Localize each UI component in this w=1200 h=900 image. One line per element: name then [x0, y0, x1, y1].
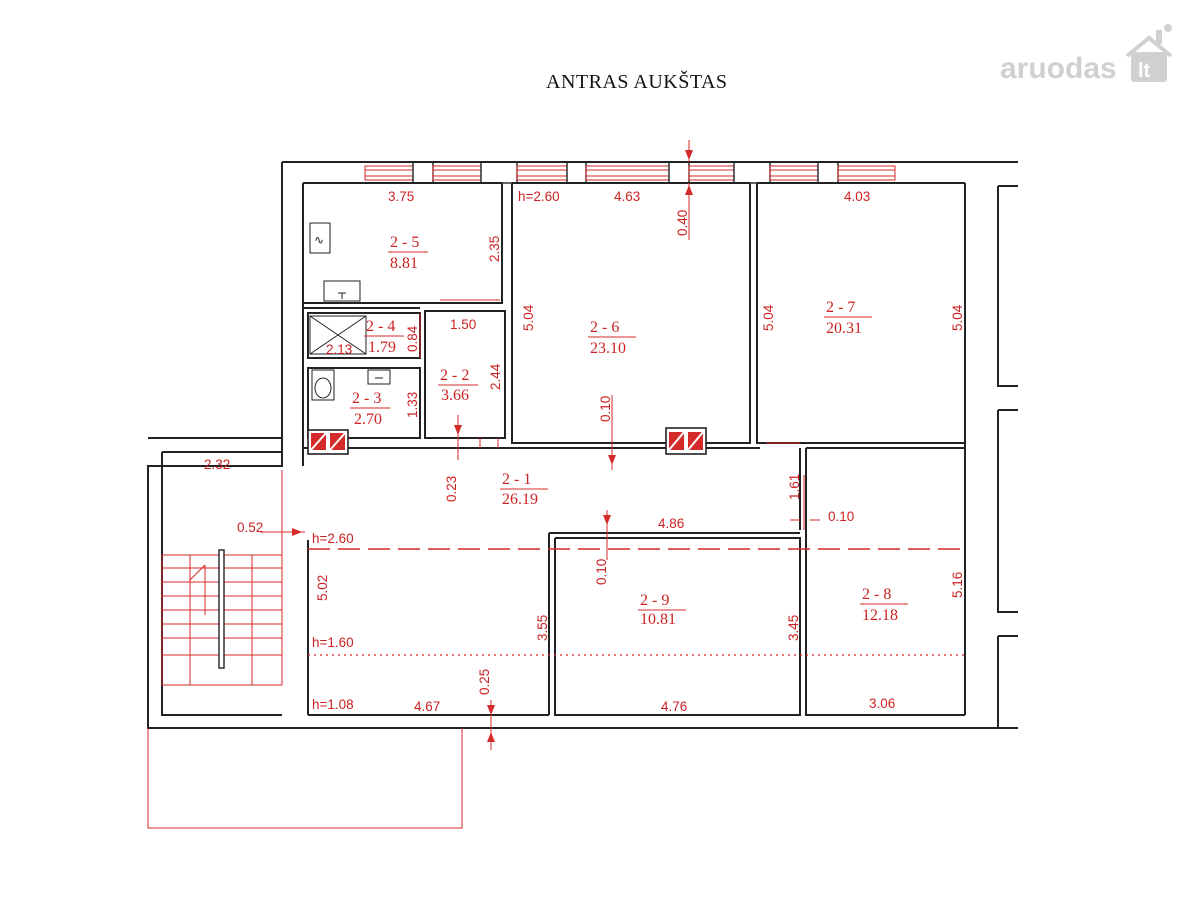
svg-text:3.66: 3.66 — [441, 387, 469, 404]
svg-text:12.18: 12.18 — [862, 607, 898, 624]
dim-label: 5.04 — [521, 304, 536, 331]
room-2-5: 2 - 5 8.81 — [388, 234, 428, 272]
dim-label: 1.50 — [450, 317, 476, 332]
svg-text:2 - 2: 2 - 2 — [440, 367, 469, 384]
logo-chimney-icon — [1156, 30, 1162, 44]
dim-label: 2.32 — [204, 457, 230, 472]
svg-text:26.19: 26.19 — [502, 491, 538, 508]
staircase — [161, 470, 283, 686]
dim-label: 5.02 — [315, 575, 330, 601]
dim-label: h=1.60 — [312, 635, 354, 650]
dimension-marks — [260, 140, 820, 750]
svg-text:23.10: 23.10 — [590, 340, 626, 357]
dim-label: 4.67 — [414, 699, 440, 714]
logo-house-icon — [1131, 52, 1167, 82]
dim-label: 3.06 — [869, 696, 895, 711]
dim-label: 2.35 — [487, 236, 502, 262]
dim-label: 3.45 — [786, 615, 801, 641]
dim-label: 2.44 — [488, 363, 503, 390]
svg-text:8.81: 8.81 — [390, 255, 418, 272]
dim-label: 0.10 — [828, 509, 854, 524]
logo-suffix: lt — [1138, 60, 1151, 82]
top-windows — [364, 161, 896, 184]
dim-label: 4.63 — [614, 189, 640, 204]
logo-text: aruodas — [1000, 52, 1117, 85]
svg-text:2 - 5: 2 - 5 — [390, 234, 419, 251]
balcony-outline — [147, 728, 463, 829]
dim-label: 5.04 — [761, 304, 776, 331]
dim-label: 0.25 — [477, 669, 492, 695]
dimension-labels: 3.75 2.35 h=2.60 4.63 0.40 4.03 5.04 5.0… — [204, 189, 965, 714]
dim-label: 5.04 — [950, 304, 965, 331]
dim-label: h=2.60 — [518, 189, 560, 204]
dim-label: 0.52 — [237, 520, 263, 535]
room-2-3: 2 - 3 2.70 — [350, 390, 390, 428]
dim-label: 1.61 — [787, 474, 802, 500]
height-lines — [308, 548, 965, 656]
dim-label: 5.16 — [950, 572, 965, 598]
plan-title: ANTRAS AUKŠTAS — [546, 69, 728, 93]
svg-text:2 - 7: 2 - 7 — [826, 299, 855, 316]
dim-label: 0.40 — [675, 210, 690, 236]
svg-text:2 - 9: 2 - 9 — [640, 592, 669, 609]
dim-label: h=1.08 — [312, 697, 354, 712]
dim-label: 3.55 — [535, 615, 550, 641]
dim-label: 1.33 — [405, 392, 420, 418]
svg-text:2 - 6: 2 - 6 — [590, 319, 619, 336]
svg-text:2 - 8: 2 - 8 — [862, 586, 891, 603]
room-2-7: 2 - 7 20.31 — [824, 299, 872, 337]
dim-label: 0.10 — [598, 396, 613, 422]
outer-walls — [147, 161, 1018, 729]
room-2-2: 2 - 2 3.66 — [438, 367, 478, 404]
room-2-9: 2 - 9 10.81 — [638, 592, 686, 628]
washer-icon: ∿ — [314, 233, 324, 247]
svg-text:20.31: 20.31 — [826, 320, 862, 337]
dim-label: 0.10 — [594, 559, 609, 585]
room-2-1: 2 - 1 26.19 — [500, 471, 548, 508]
aruodas-logo: aruodas lt — [1000, 24, 1173, 85]
svg-text:2 - 3: 2 - 3 — [352, 390, 381, 407]
dim-label: 4.86 — [658, 516, 684, 531]
dim-label: 0.23 — [444, 476, 459, 502]
logo-roof-icon — [1125, 35, 1173, 58]
dim-label: 3.75 — [388, 189, 414, 204]
dim-label: 2.13 — [326, 342, 352, 357]
logo-smoke-icon — [1164, 24, 1172, 32]
svg-text:2.70: 2.70 — [354, 411, 382, 428]
room-2-6: 2 - 6 23.10 — [588, 319, 636, 357]
svg-text:2 - 4: 2 - 4 — [366, 318, 395, 335]
svg-text:10.81: 10.81 — [640, 611, 676, 628]
svg-text:2 - 1: 2 - 1 — [502, 471, 531, 488]
dim-label: h=2.60 — [312, 531, 354, 546]
bathroom-fixtures: ∿ — [309, 222, 391, 401]
room-2-4: 2 - 4 1.79 — [364, 318, 404, 356]
dim-label: 4.03 — [844, 189, 870, 204]
chimney-blocks — [307, 427, 707, 455]
room-2-8: 2 - 8 12.18 — [860, 586, 908, 624]
dim-label: 0.84 — [405, 325, 420, 352]
dim-label: 4.76 — [661, 699, 687, 714]
svg-text:1.79: 1.79 — [368, 339, 396, 356]
